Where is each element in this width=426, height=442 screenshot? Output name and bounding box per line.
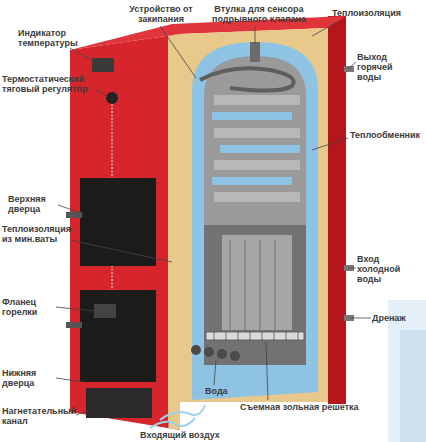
air-arrow bbox=[160, 405, 205, 420]
exchanger-baffle bbox=[214, 192, 300, 202]
ash-grate bbox=[206, 332, 304, 340]
wall-rib bbox=[274, 240, 276, 330]
exchanger-baffle bbox=[214, 160, 300, 170]
temperature-indicator bbox=[92, 58, 114, 72]
front-insulation bbox=[168, 34, 180, 430]
leader-line bbox=[266, 342, 268, 400]
callout-label: Теплоизоляция bbox=[332, 8, 422, 18]
leader-line bbox=[214, 360, 216, 385]
air-nozzle bbox=[191, 345, 201, 355]
water-channel bbox=[212, 177, 292, 185]
callout-label: Выход горячей воды bbox=[357, 52, 405, 82]
leader-line bbox=[312, 138, 348, 150]
air-nozzle bbox=[204, 347, 214, 357]
callout-label: Вход холодной воды bbox=[357, 254, 412, 284]
grate-bars bbox=[214, 332, 298, 340]
leader-line bbox=[160, 26, 196, 78]
blower-channel bbox=[86, 388, 152, 418]
callout-label: Термостатический тяговый регулятор bbox=[2, 74, 96, 94]
firebox bbox=[204, 225, 306, 365]
callout-label: Нагнетательный канал bbox=[2, 406, 84, 426]
leader-line bbox=[56, 307, 94, 311]
leader-line bbox=[255, 26, 256, 44]
leader-line bbox=[348, 62, 356, 69]
callout-label: Теплоизоляция из мин.ваты bbox=[2, 224, 74, 244]
exchanger-baffle bbox=[214, 95, 300, 105]
callout-label: Фланец горелки bbox=[2, 297, 56, 317]
leader-line bbox=[350, 318, 371, 319]
safety-coil bbox=[200, 68, 294, 90]
leader-line bbox=[168, 422, 169, 428]
firebox-wall bbox=[222, 235, 292, 330]
leader-line bbox=[56, 378, 84, 382]
hot-water-pipe bbox=[344, 66, 354, 72]
lower-door bbox=[80, 290, 156, 382]
insulation-section bbox=[180, 28, 328, 402]
leader-line bbox=[70, 48, 96, 63]
leader-line bbox=[58, 205, 84, 214]
callout-label: Индикатор температуры bbox=[18, 28, 80, 48]
wall-rib bbox=[244, 240, 246, 330]
callout-label: Вода bbox=[205, 386, 245, 396]
heat-exchanger-shell bbox=[204, 56, 306, 225]
leader-line bbox=[70, 240, 172, 262]
water-channel bbox=[212, 112, 292, 120]
callout-label: Втулка для сенсора подрывного клапана bbox=[200, 4, 318, 24]
air-nozzle bbox=[230, 351, 240, 361]
sensor-sleeve bbox=[250, 42, 260, 62]
leader-line bbox=[348, 268, 356, 269]
wall-rib bbox=[229, 240, 231, 330]
air-arrow bbox=[150, 418, 195, 428]
callout-label: Устройство от закипания bbox=[122, 4, 200, 24]
callout-label: Теплообменник bbox=[350, 130, 426, 140]
callout-label: Верхняя дверца bbox=[8, 194, 58, 214]
thermostat-knob bbox=[106, 92, 118, 104]
air-nozzle bbox=[217, 349, 227, 359]
callout-label: Дренаж bbox=[372, 313, 426, 323]
water-jacket bbox=[192, 42, 318, 400]
leader-lines bbox=[56, 22, 371, 428]
callout-label: Съемная зольная решетка bbox=[240, 402, 390, 412]
wall-rib bbox=[259, 240, 261, 330]
leader-line bbox=[312, 22, 337, 36]
water-channel bbox=[220, 145, 300, 153]
burner-flange bbox=[94, 304, 116, 318]
door-handle bbox=[66, 322, 82, 328]
watermark-block bbox=[400, 330, 426, 442]
side-panel bbox=[328, 16, 346, 404]
leader-line bbox=[76, 410, 90, 415]
exchanger-baffle bbox=[214, 128, 300, 138]
leader-line bbox=[96, 90, 108, 97]
callout-label: Нижняя дверца bbox=[2, 368, 56, 388]
upper-door bbox=[80, 178, 156, 266]
callout-label: Входящий воздух bbox=[140, 430, 250, 440]
